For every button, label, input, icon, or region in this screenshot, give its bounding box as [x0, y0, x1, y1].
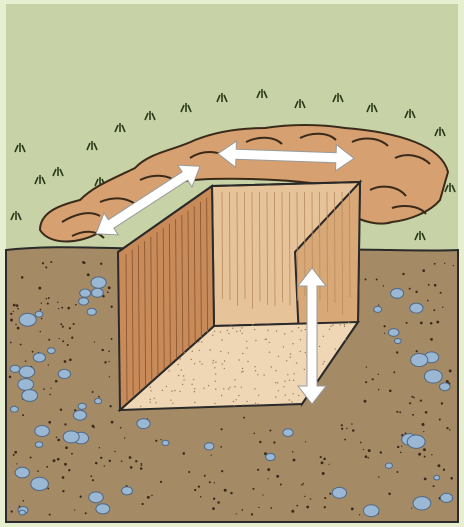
illustration-canvas: [0, 0, 464, 527]
pit-illustration: [0, 0, 464, 527]
